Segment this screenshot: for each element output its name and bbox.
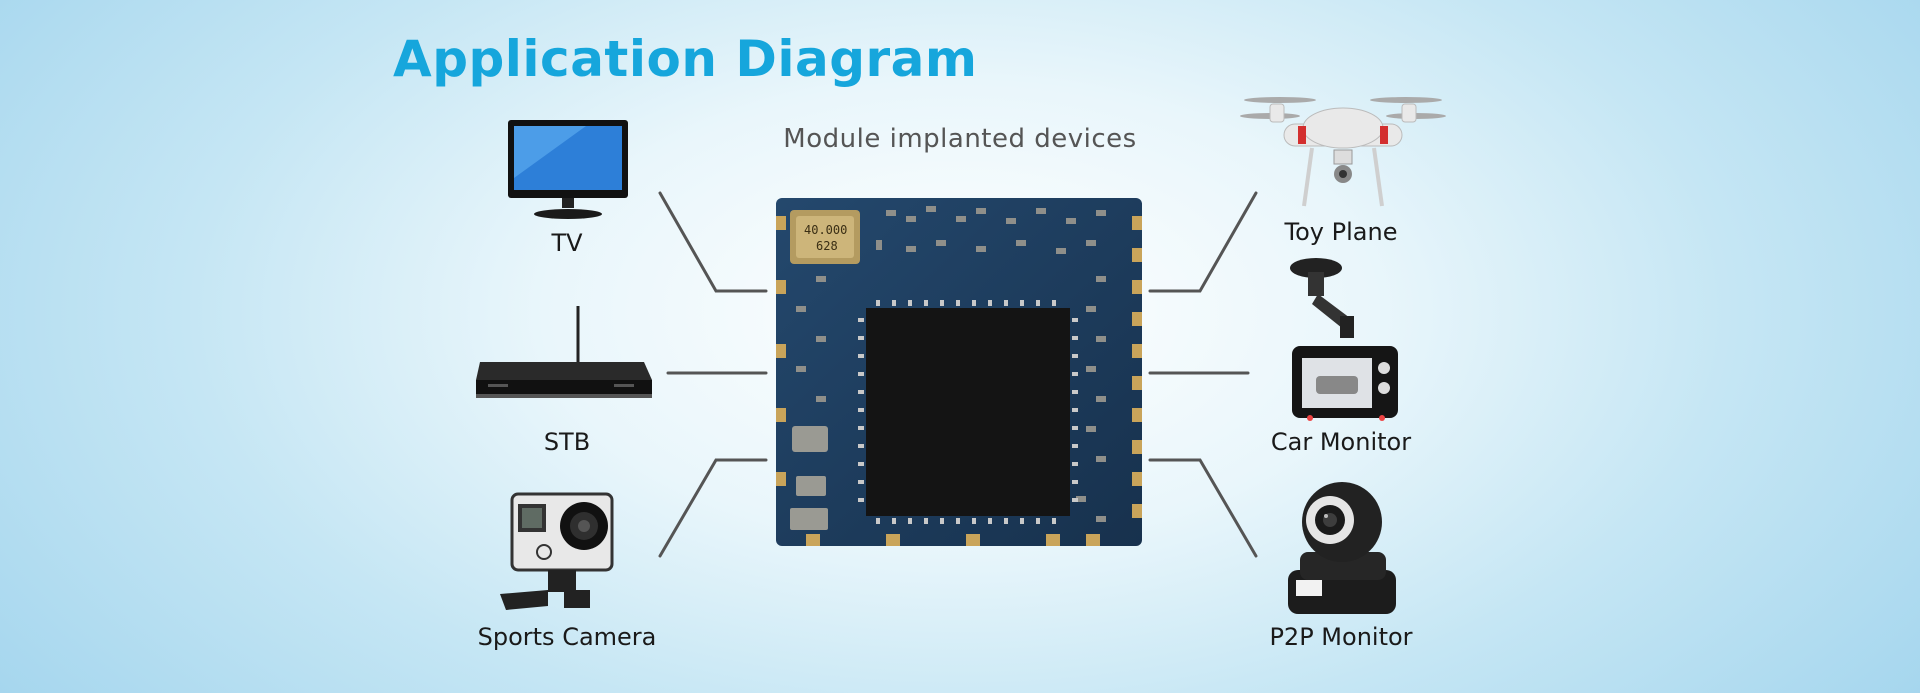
connector-tv — [658, 191, 768, 293]
connector-sports-camera — [658, 458, 768, 558]
device-label-sports-camera: Sports Camera — [477, 623, 657, 651]
ip-camera-icon — [1288, 482, 1396, 614]
page-title: Application Diagram — [393, 30, 978, 88]
drone-icon — [1240, 97, 1446, 207]
crystal-oscillator: 40.000 628 — [790, 210, 860, 264]
connector-toy-plane — [1148, 191, 1258, 293]
connector-p2p-monitor — [1148, 458, 1258, 558]
diagram-subtitle: Module implanted devices — [783, 124, 1137, 154]
edge-pads — [776, 216, 1142, 546]
tv-icon — [508, 120, 628, 219]
wifi-module-image: 40.000 628 — [776, 198, 1142, 546]
capacitors — [790, 426, 828, 530]
device-label-toy-plane: Toy Plane — [1284, 218, 1398, 246]
crystal-marking-line2: 628 — [816, 239, 838, 253]
device-label-tv: TV — [551, 229, 583, 257]
set-top-box-icon — [476, 306, 652, 398]
dashcam-icon — [1290, 258, 1398, 421]
device-label-p2p-monitor: P2P Monitor — [1269, 623, 1413, 651]
chip-pins — [858, 300, 1078, 524]
main-chip — [866, 308, 1070, 516]
device-label-stb: STB — [543, 428, 591, 456]
passive-components — [796, 206, 1106, 522]
sports-camera-icon — [500, 492, 614, 610]
device-label-car-monitor: Car Monitor — [1270, 428, 1412, 456]
crystal-marking-line1: 40.000 — [804, 223, 847, 237]
